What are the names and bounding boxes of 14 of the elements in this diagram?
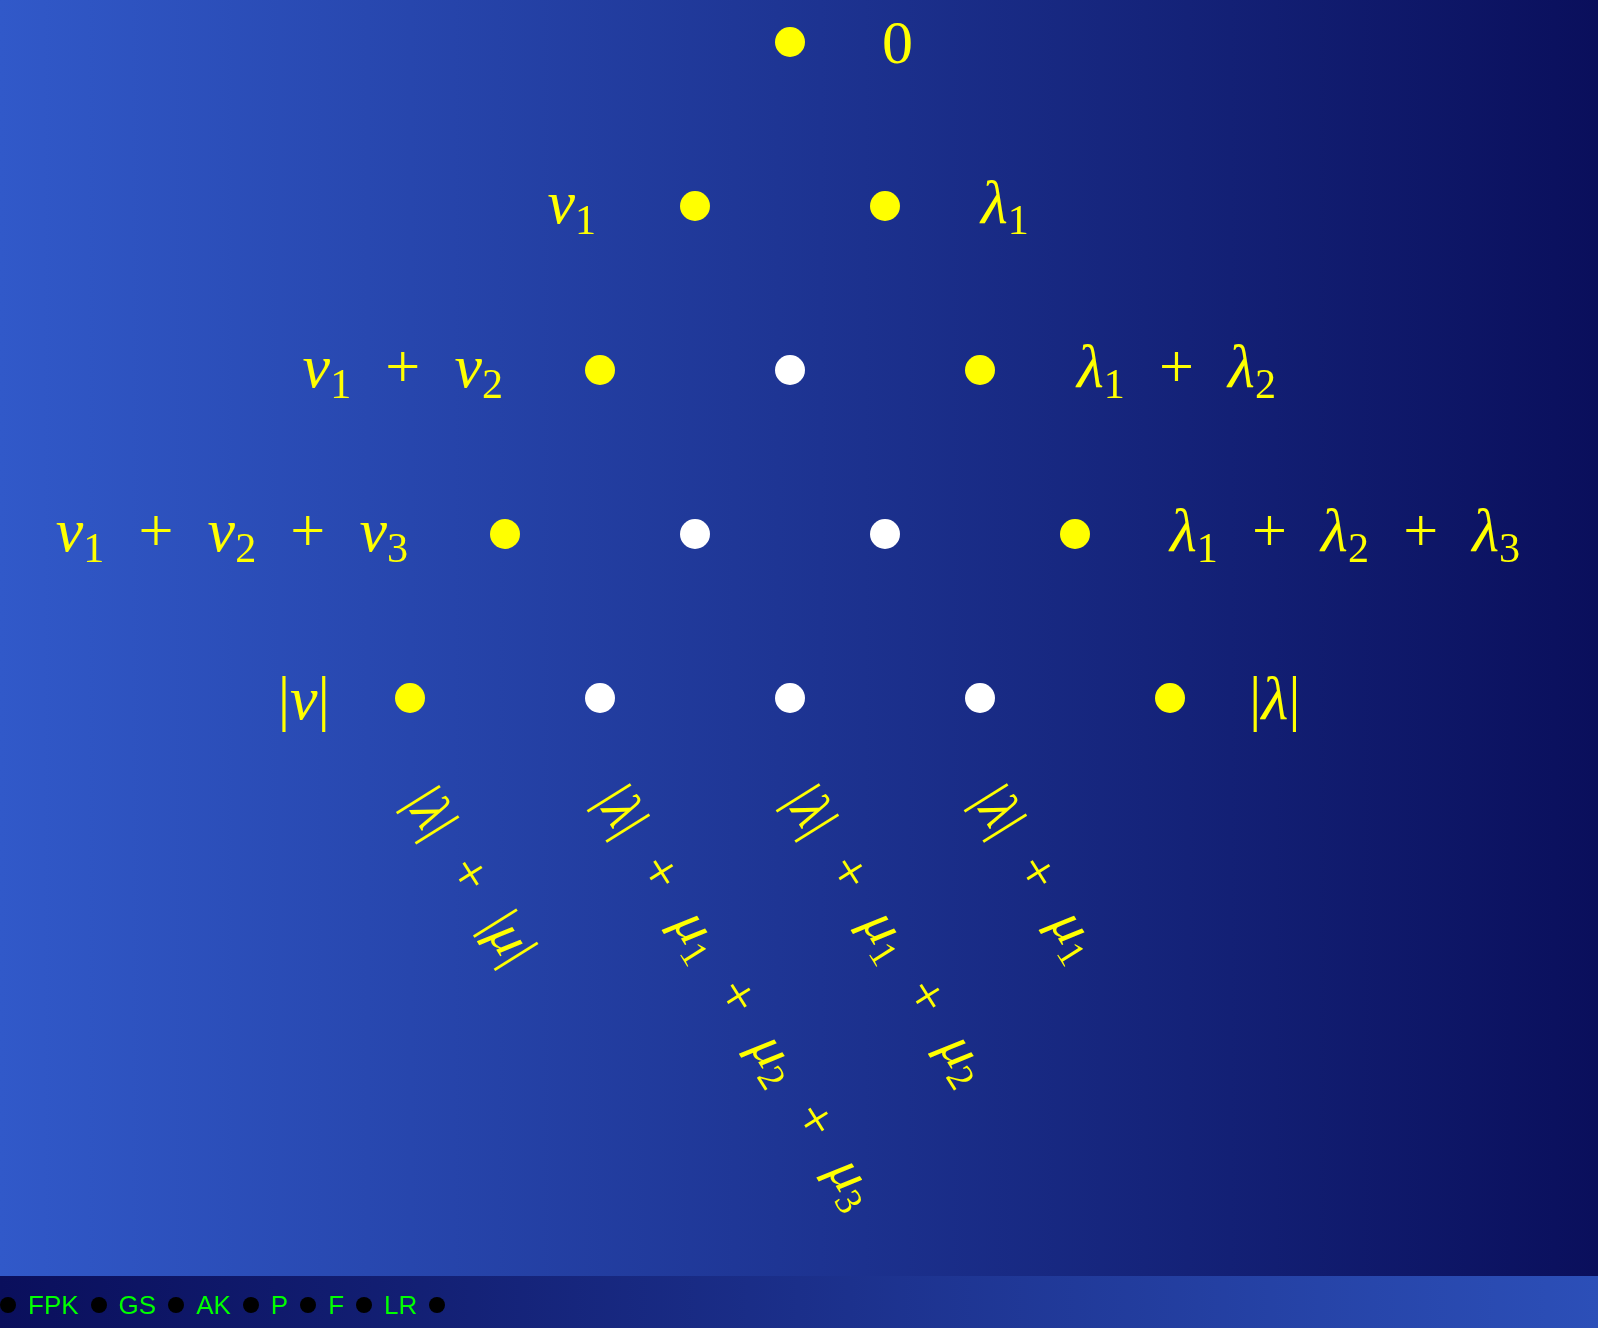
math-label: ν$_{1}$ + ν$_{2}$ — [302, 335, 503, 405]
math-label: |λ| + |μ| — [396, 777, 548, 974]
math-label: λ$_{1}$ + λ$_{2}$ — [1077, 335, 1277, 405]
math-label: 0 — [882, 11, 913, 73]
author-initials: AK — [196, 1292, 231, 1318]
math-label: ν$_{1}$ — [547, 171, 596, 241]
math-label: λ$_{1}$ — [981, 171, 1029, 241]
math-label: ν$_{1}$ + ν$_{2}$ + ν$_{3}$ — [55, 499, 408, 569]
author-initials: F — [328, 1292, 345, 1318]
author-initials: LR — [384, 1292, 418, 1318]
author-initials: GS — [118, 1292, 157, 1318]
math-label: λ$_{1}$ + λ$_{2}$ + λ$_{3}$ — [1170, 499, 1521, 569]
author-initials: P — [270, 1292, 289, 1318]
author-initials: FPK — [28, 1292, 79, 1318]
